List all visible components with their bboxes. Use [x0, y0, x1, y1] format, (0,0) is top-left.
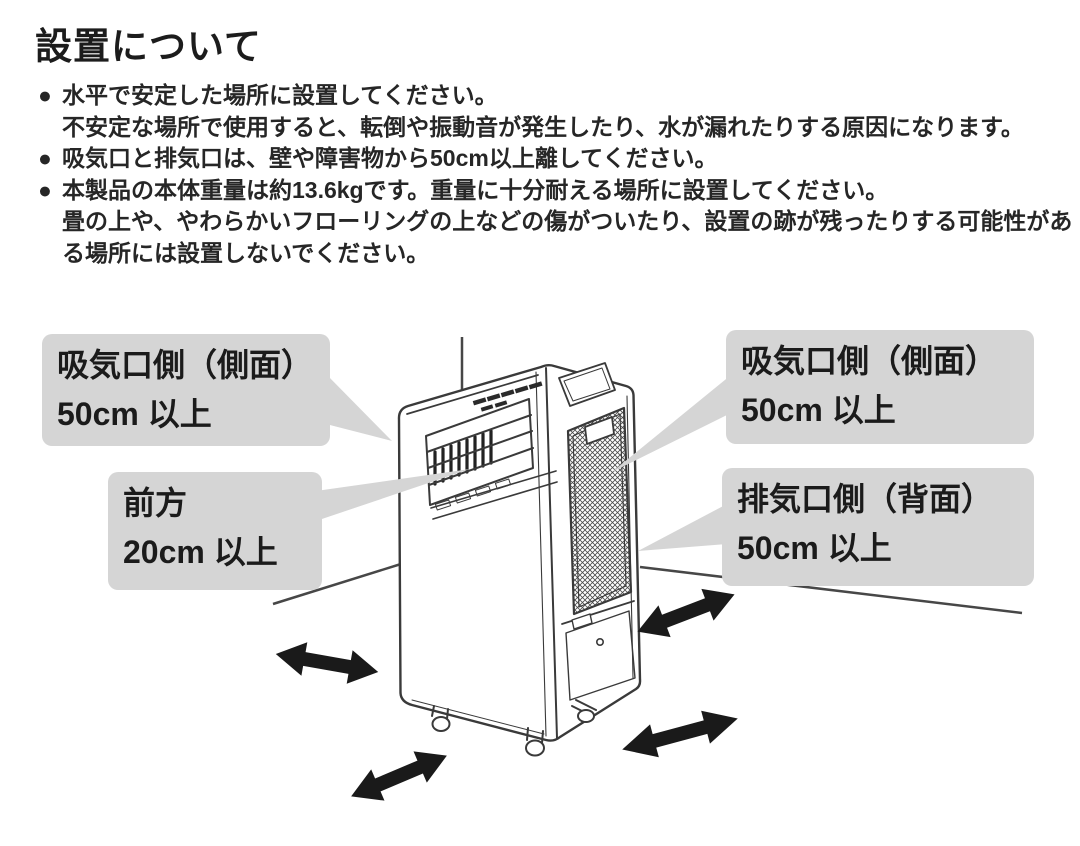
note-line: 畳の上や、やわらかいフローリングの上などの傷がついたり、設置の跡が残ったりする可…	[62, 208, 1073, 234]
caster-wheels	[431, 699, 597, 757]
clearance-label-intake-left: 吸気口側（側面） 50cm 以上	[42, 334, 330, 446]
callout-tail-exhaust-rear	[638, 504, 727, 551]
clearance-label-front: 前方 20cm 以上	[108, 472, 322, 590]
double-arrow-icon	[622, 710, 738, 758]
control-panel-buttons	[472, 381, 543, 412]
double-arrow-icon	[275, 642, 379, 684]
page-title: 設置について	[35, 26, 262, 67]
note-line: ●本製品の本体重量は約13.6kgです。重量に十分耐える場所に設置してください。	[38, 176, 889, 203]
room-corner-lines	[272, 337, 1023, 615]
clearance-label-intake-right: 吸気口側（側面） 50cm 以上	[726, 330, 1034, 444]
double-arrow-icon	[351, 751, 447, 801]
note-line: 不安定な場所で使用すると、転倒や振動音が発生したり、水が漏れたりする原因になりま…	[62, 113, 1024, 140]
note-line: る場所には設置しないでください。	[62, 239, 430, 266]
note-line: ●吸気口と排気口は、壁や障害物から50cm以上離してください。	[38, 145, 718, 171]
callout-tail-front	[316, 469, 470, 521]
air-conditioner-unit	[397, 362, 642, 757]
clearance-label-exhaust-rear: 排気口側（背面） 50cm 以上	[722, 468, 1034, 586]
double-arrow-icon	[637, 588, 735, 638]
callout-tail-intake-left	[326, 374, 392, 441]
installation-notes: ●水平で安定した場所に設置してください。 不安定な場所で使用すると、転倒や振動音…	[38, 80, 1073, 269]
note-line: ●水平で安定した場所に設置してください。	[38, 82, 498, 108]
callout-tail-intake-right	[612, 375, 731, 472]
side-intake-grille	[566, 406, 633, 616]
